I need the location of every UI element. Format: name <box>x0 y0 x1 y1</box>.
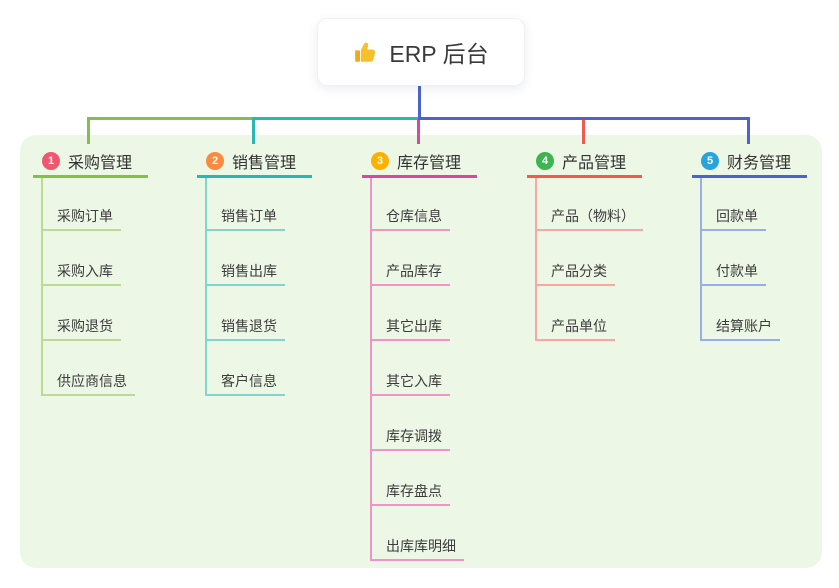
child-node[interactable]: 销售订单 <box>205 203 285 231</box>
connector-line <box>41 178 43 396</box>
connector-line <box>253 117 420 120</box>
connector-line <box>87 117 90 144</box>
branch-node-1[interactable]: 1 采购管理 <box>33 146 148 178</box>
mindmap-panel <box>20 135 822 568</box>
branch-node-label: 销售管理 <box>232 154 297 172</box>
branch-node-3[interactable]: 3 库存管理 <box>362 146 477 178</box>
branch-index-badge: 3 <box>371 151 389 170</box>
connector-line <box>582 120 585 144</box>
child-node[interactable]: 采购订单 <box>41 203 121 231</box>
connector-line <box>205 178 207 396</box>
thumbs-up-icon <box>355 42 376 62</box>
branch-node-label: 采购管理 <box>68 154 133 172</box>
branch-node-label: 产品管理 <box>562 154 627 172</box>
branch-index-badge: 4 <box>536 151 554 170</box>
connector-line <box>418 117 750 120</box>
branch-index-badge: 2 <box>206 151 224 170</box>
child-node[interactable]: 销售出库 <box>205 258 285 286</box>
child-node[interactable]: 销售退货 <box>205 313 285 341</box>
branch-node-4[interactable]: 4 产品管理 <box>527 146 642 178</box>
connector-line <box>418 84 421 119</box>
child-node[interactable]: 产品分类 <box>535 258 615 286</box>
root-node-label: ERP 后台 <box>389 41 489 67</box>
child-node[interactable]: 产品（物料） <box>535 203 643 231</box>
connector-line <box>370 178 372 561</box>
child-node[interactable]: 供应商信息 <box>41 368 135 396</box>
child-node[interactable]: 产品库存 <box>370 258 450 286</box>
connector-line <box>252 117 255 144</box>
connector-line <box>700 178 702 341</box>
child-node[interactable]: 仓库信息 <box>370 203 450 231</box>
branch-index-badge: 5 <box>701 151 719 170</box>
child-node[interactable]: 其它出库 <box>370 313 450 341</box>
child-node[interactable]: 出库库明细 <box>370 533 464 561</box>
child-node[interactable]: 回款单 <box>700 203 766 231</box>
branch-node-label: 财务管理 <box>727 154 792 172</box>
connector-line <box>535 178 537 341</box>
child-node[interactable]: 库存盘点 <box>370 478 450 506</box>
child-node[interactable]: 其它入库 <box>370 368 450 396</box>
child-node[interactable]: 付款单 <box>700 258 766 286</box>
child-node[interactable]: 采购退货 <box>41 313 121 341</box>
branch-index-badge: 1 <box>42 151 60 170</box>
child-node[interactable]: 产品单位 <box>535 313 615 341</box>
root-node[interactable]: ERP 后台 <box>317 18 525 86</box>
child-node[interactable]: 采购入库 <box>41 258 121 286</box>
connector-line <box>417 120 420 144</box>
connector-line <box>87 117 255 120</box>
child-node[interactable]: 结算账户 <box>700 313 780 341</box>
branch-node-5[interactable]: 5 财务管理 <box>692 146 807 178</box>
child-node[interactable]: 客户信息 <box>205 368 285 396</box>
branch-node-label: 库存管理 <box>397 154 462 172</box>
connector-line <box>747 117 750 144</box>
child-node[interactable]: 库存调拨 <box>370 423 450 451</box>
branch-node-2[interactable]: 2 销售管理 <box>197 146 312 178</box>
